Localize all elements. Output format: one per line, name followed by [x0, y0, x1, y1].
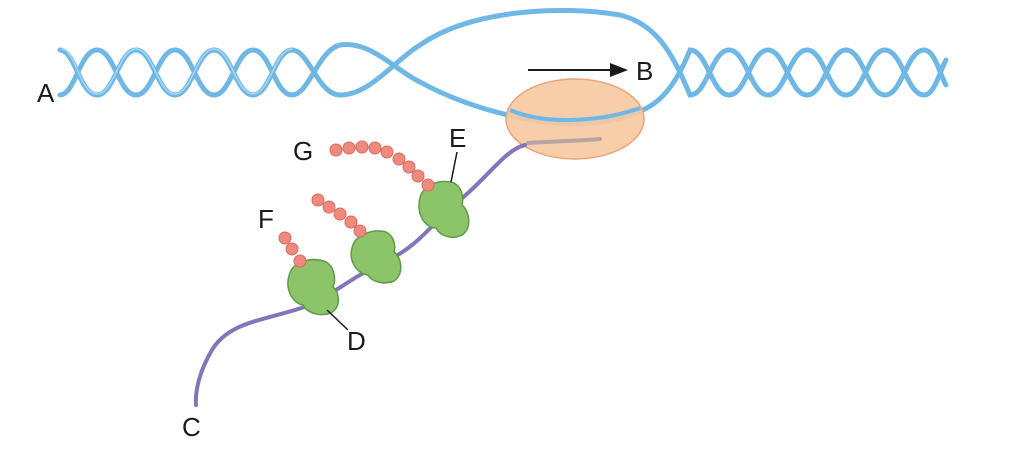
leader-line-e [450, 151, 458, 183]
ribosome-3 [287, 258, 340, 316]
template-strand-through-polymerase [509, 106, 641, 122]
label-c: C [182, 412, 201, 442]
dna-double-helix [57, 7, 949, 126]
label-b: B [636, 56, 653, 86]
label-f: F [258, 204, 274, 234]
direction-arrow [528, 63, 628, 77]
mrna-strand [193, 143, 527, 407]
dna-strand-1 [57, 7, 949, 98]
polypeptide-chain-middle [311, 193, 367, 238]
label-e: E [449, 123, 466, 153]
polypeptide-chain-g [329, 140, 435, 192]
label-a: A [37, 78, 55, 108]
leader-line-d [326, 309, 349, 331]
label-g: G [293, 136, 313, 166]
polypeptide-chain-f [278, 231, 307, 268]
ribosome-2 [350, 230, 402, 284]
ribosome-1 [418, 180, 470, 238]
label-d: D [347, 326, 366, 356]
dna-strand-1-highlight [61, 48, 293, 95]
nascent-rna-in-polymerase [526, 137, 602, 145]
dna-strand-2 [57, 42, 949, 126]
